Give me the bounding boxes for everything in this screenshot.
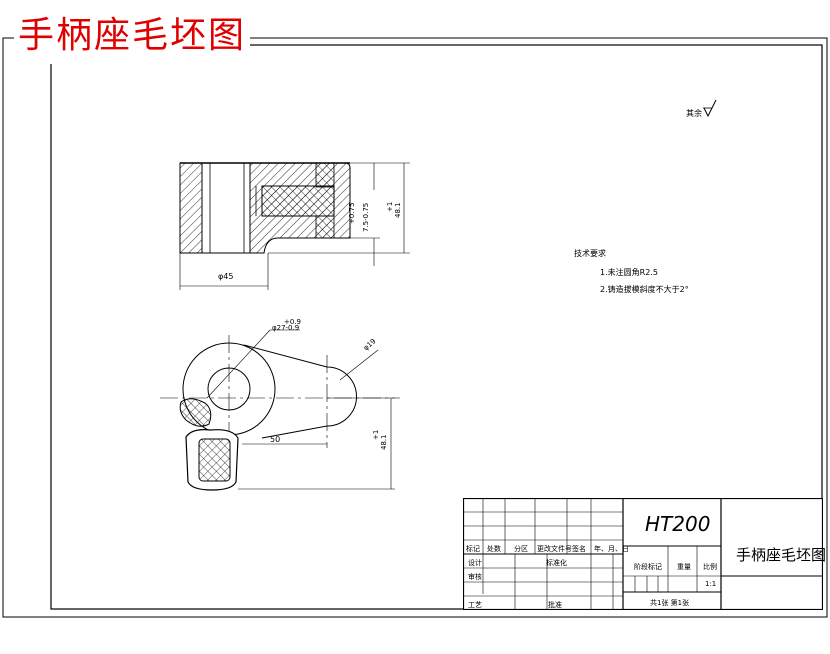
dim-075: +0.75 <box>348 202 356 224</box>
tb-col-label: 签名 <box>572 545 586 553</box>
boss-core-section <box>198 438 231 482</box>
dim-phi45: φ45 <box>218 272 234 281</box>
title-block-drawing-name: 手柄座毛坯图 <box>736 546 827 564</box>
inner-frame <box>50 44 823 610</box>
tech-requirements: 技术要求 1.未注圆角R2.5 2.铸造拔模斜度不大于2° <box>574 248 689 294</box>
dim-bottom: 48.1 <box>380 434 388 450</box>
roughness-check-icon <box>703 99 717 118</box>
tb-scale-label: 比例 <box>703 563 717 571</box>
tb-row-label: 设计 <box>468 559 482 567</box>
lobe-section <box>179 398 212 427</box>
insert-section <box>261 185 335 217</box>
dim-48: 48.1 <box>394 202 402 218</box>
tb-row-label: 审核 <box>468 573 482 581</box>
dim-phi27: φ27-0.9 <box>272 324 300 332</box>
hub-bore <box>207 367 251 411</box>
tech-requirement-item: 1.未注圆角R2.5 <box>600 268 658 277</box>
tech-requirements-heading: 技术要求 <box>574 249 606 258</box>
outer-frame <box>2 37 828 618</box>
dim-bottom-tol: +1 <box>372 429 380 440</box>
tb-col-label: 分区 <box>514 545 528 553</box>
tb-row-label: 工艺 <box>468 601 482 609</box>
title-block <box>463 498 823 610</box>
tb-scale-value: 1:1 <box>705 580 717 588</box>
tech-requirement-item: 2.铸造拔模斜度不大于2° <box>600 285 689 294</box>
top-section-view <box>179 162 410 290</box>
tb-col-label: 标记 <box>466 545 480 553</box>
dim-75-075: 7.5-0.75 <box>362 202 370 232</box>
bottom-view <box>160 329 400 491</box>
tb-col-label: 更改文件号 <box>537 545 572 553</box>
page-title: 手柄座毛坯图 <box>14 8 251 64</box>
arm-outline <box>243 344 357 439</box>
tb-stage-label: 阶段标记 <box>634 563 662 571</box>
bore <box>201 162 251 254</box>
dim-48-tol: +1 <box>386 201 394 212</box>
tb-row-label: 标准化 <box>546 559 567 567</box>
dim-tol-09: +0.9 <box>284 318 301 326</box>
tb-row-label: 批准 <box>548 601 562 609</box>
dim-50: 50 <box>270 435 281 444</box>
tb-col-label: 处数 <box>487 545 501 553</box>
tb-weight-label: 重量 <box>677 563 691 571</box>
left-wall-section <box>179 162 203 254</box>
tb-col-label: 年、月、日 <box>594 545 629 553</box>
title-block-material: HT200 <box>645 512 711 536</box>
tb-sheet-info: 共1张 第1张 <box>650 599 690 607</box>
roughness-label: 其余 <box>686 109 702 118</box>
